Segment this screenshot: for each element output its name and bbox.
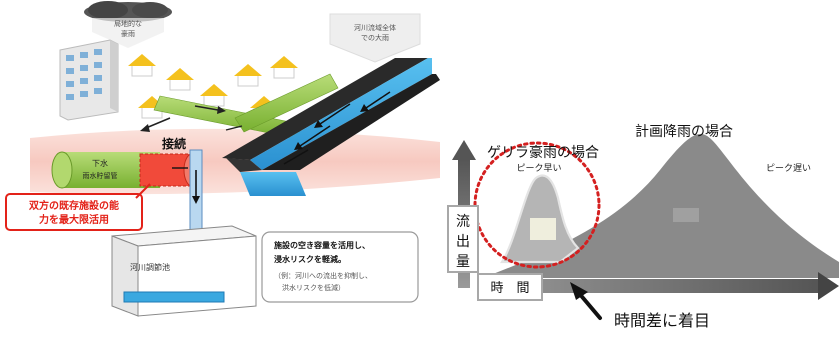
y-axis-arrowhead-icon: [452, 140, 476, 160]
focus-arrowhead-icon: [570, 282, 588, 300]
rain-cloud-icon: [84, 1, 172, 22]
connector-arrowhead-icon: [192, 196, 200, 204]
apartment-building-icon: [59, 39, 119, 121]
red-callout-line-1: 双方の既存施設の能: [29, 199, 119, 212]
river-arrowhead-icon: [360, 104, 369, 112]
note-line-4: 洪水リスクを低減）: [282, 283, 345, 292]
basin-label-1: 河川流域全体: [354, 23, 396, 32]
guerrilla-peak-label: ピーク早い: [516, 163, 561, 174]
flow-arrowhead-icon: [140, 124, 150, 132]
focus-label: 時間差に着目: [614, 311, 710, 330]
sewer-storage-pipe: [51, 151, 201, 189]
y-axis-label-char-3: 量: [456, 254, 470, 270]
note-box: [261, 231, 419, 303]
flow-arrow-icon: [194, 105, 219, 111]
y-axis-label-char-1: 流: [456, 214, 470, 230]
planned-peak-label: ピーク遅い: [766, 163, 811, 174]
callout-pointer: [135, 183, 151, 199]
x-axis-label-box: [477, 273, 543, 301]
river-reservoir: [111, 225, 257, 317]
flow-arrow-icon: [225, 125, 243, 131]
rain-arrow-left: [92, 18, 164, 48]
house-icon: [128, 54, 156, 77]
right-diagram: 流 出 量 時 間 ゲリラ豪雨の場合 ピーク早い 計画降雨の場合 ピーク遅い 時…: [447, 124, 839, 330]
y-axis-label-char-2: 出: [456, 234, 470, 250]
note-line-2: 浸水リスクを軽減。: [274, 254, 346, 264]
flow-arrow-icon: [145, 117, 171, 129]
cloud-label-1b: 局地的な: [114, 19, 142, 28]
sewer-label-2: 雨水貯留管: [83, 171, 118, 180]
river-flow-arrows: [283, 91, 391, 165]
guerrilla-title: ゲリラ豪雨の場合: [487, 145, 599, 161]
house-icon: [234, 64, 262, 87]
house-icon: [200, 84, 228, 107]
y-axis-label-box: [447, 205, 479, 273]
planned-title: 計画降雨の場合: [635, 124, 733, 140]
planned-rain-marker: [673, 208, 699, 222]
note-line-1: 施設の空き容量を活用し、: [274, 240, 370, 250]
x-axis-arrowhead-icon: [818, 272, 839, 300]
river-channel: [222, 58, 440, 196]
flow-arrowhead-icon: [217, 106, 226, 114]
branch-pipe-right: [234, 73, 339, 133]
connect-label: 接続: [162, 136, 186, 151]
rain-arrow-right: [329, 13, 421, 63]
basin-label-2: での大雨: [361, 33, 389, 42]
x-axis-bar: [478, 279, 820, 293]
cloud-label-2b: 豪雨: [121, 29, 135, 38]
note-line-3: （例：河川への流出を抑制し、: [274, 271, 372, 280]
left-diagram: 局地的な 豪雨 河川流域全体 での大雨: [5, 1, 440, 317]
river-arrowhead-icon: [314, 120, 323, 128]
planned-rain-curve: [488, 133, 839, 278]
river-arrowhead-icon: [294, 142, 303, 150]
guerrilla-rain-marker: [530, 218, 556, 240]
focus-arrow-icon: [576, 290, 602, 320]
reservoir-label: 河川調節池: [130, 262, 170, 272]
sewer-label-1: 下水: [92, 158, 108, 168]
house-icon: [270, 56, 298, 79]
house-icon: [166, 68, 194, 91]
x-axis-label: 時 間: [490, 281, 529, 296]
red-callout-line-2: 力を最大限活用: [39, 213, 109, 226]
red-callout-box: [5, 193, 143, 231]
